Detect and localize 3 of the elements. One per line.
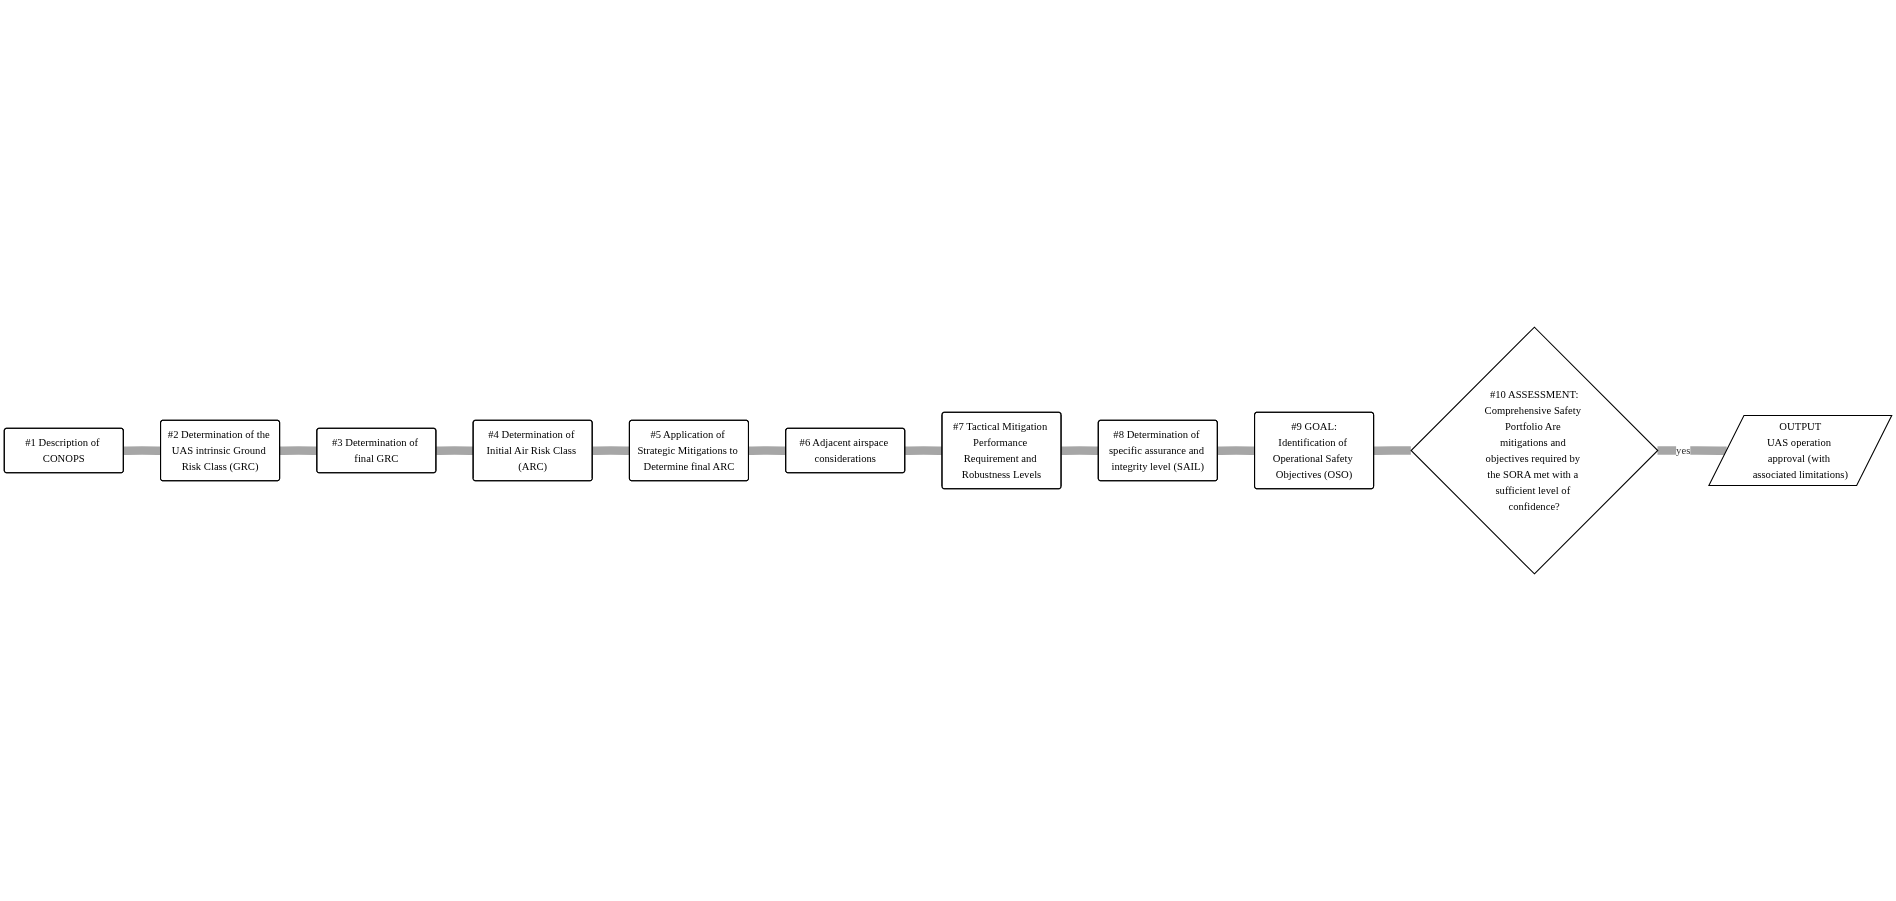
node-diamond: #10 ASSESSMENT: Comprehensive Safety Portfolio Are mitigations and objectives required by the SORA met with a sufficient level of confidence? <box>1410 326 1659 575</box>
edge-label: yes <box>1676 444 1691 457</box>
connector <box>1657 446 1727 456</box>
